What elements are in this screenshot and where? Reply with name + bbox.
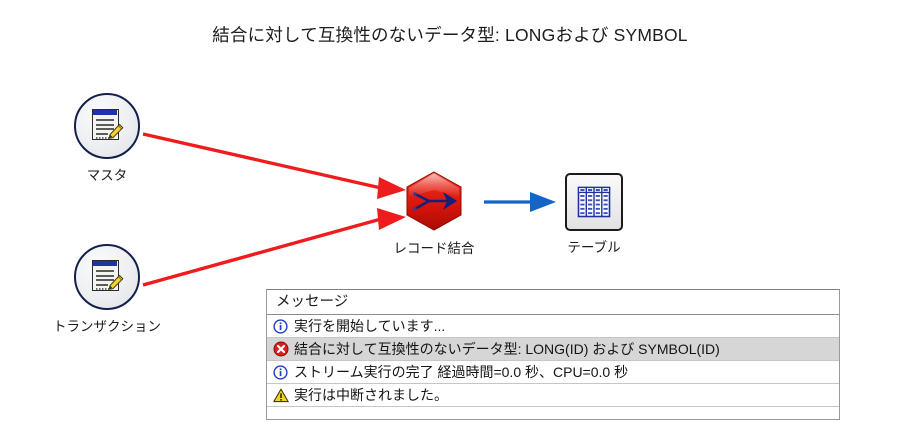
stream-node-label: レコード結合 xyxy=(393,241,475,256)
table-grid-icon xyxy=(577,186,611,218)
info-icon xyxy=(272,318,289,335)
page-title: 結合に対して互換性のないデータ型: LONGおよび SYMBOL xyxy=(212,25,688,45)
message-text: 実行を開始しています... xyxy=(294,317,446,334)
message-row[interactable]: 実行を開始しています... xyxy=(267,315,839,338)
stream-node-label: トランザクション xyxy=(53,319,161,334)
connector-transaction-to-merge xyxy=(142,208,406,287)
message-row[interactable]: 結合に対して互換性のないデータ型: LONG(ID) および SYMBOL(ID… xyxy=(267,338,839,361)
message-text: 実行は中断されました。 xyxy=(294,386,448,403)
error-icon xyxy=(272,341,289,358)
stream-node-transaction[interactable]: トランザクション xyxy=(47,244,167,335)
message-text: ストリーム実行の完了 経過時間=0.0 秒、CPU=0.0 秒 xyxy=(294,363,629,380)
message-row[interactable]: 実行は中断されました。 xyxy=(267,384,839,407)
messages-column-header[interactable]: メッセージ xyxy=(267,290,839,315)
document-pencil-icon xyxy=(92,260,124,294)
messages-panel[interactable]: メッセージ 実行を開始しています... 結合に対して互換性のないデータ型: LO… xyxy=(266,289,840,420)
stream-node-master[interactable]: マスタ xyxy=(47,93,167,184)
stream-node-label: テーブル xyxy=(567,240,621,255)
merge-node-hexagon xyxy=(399,170,469,232)
stream-node-table[interactable]: テーブル xyxy=(534,173,654,256)
stream-node-label: マスタ xyxy=(86,168,128,183)
source-node-circle xyxy=(74,244,140,310)
message-row[interactable]: ストリーム実行の完了 経過時間=0.0 秒、CPU=0.0 秒 xyxy=(267,361,839,384)
message-text: 結合に対して互換性のないデータ型: LONG(ID) および SYMBOL(ID… xyxy=(294,340,720,357)
stream-node-merge[interactable]: レコード結合 xyxy=(374,170,494,257)
source-node-circle xyxy=(74,93,140,159)
document-pencil-icon xyxy=(92,109,124,143)
warning-icon xyxy=(272,387,289,404)
messages-list[interactable]: 実行を開始しています... 結合に対して互換性のないデータ型: LONG(ID)… xyxy=(267,315,839,407)
connector-master-to-merge xyxy=(142,132,406,199)
table-node-square xyxy=(565,173,623,231)
info-icon xyxy=(272,364,289,381)
